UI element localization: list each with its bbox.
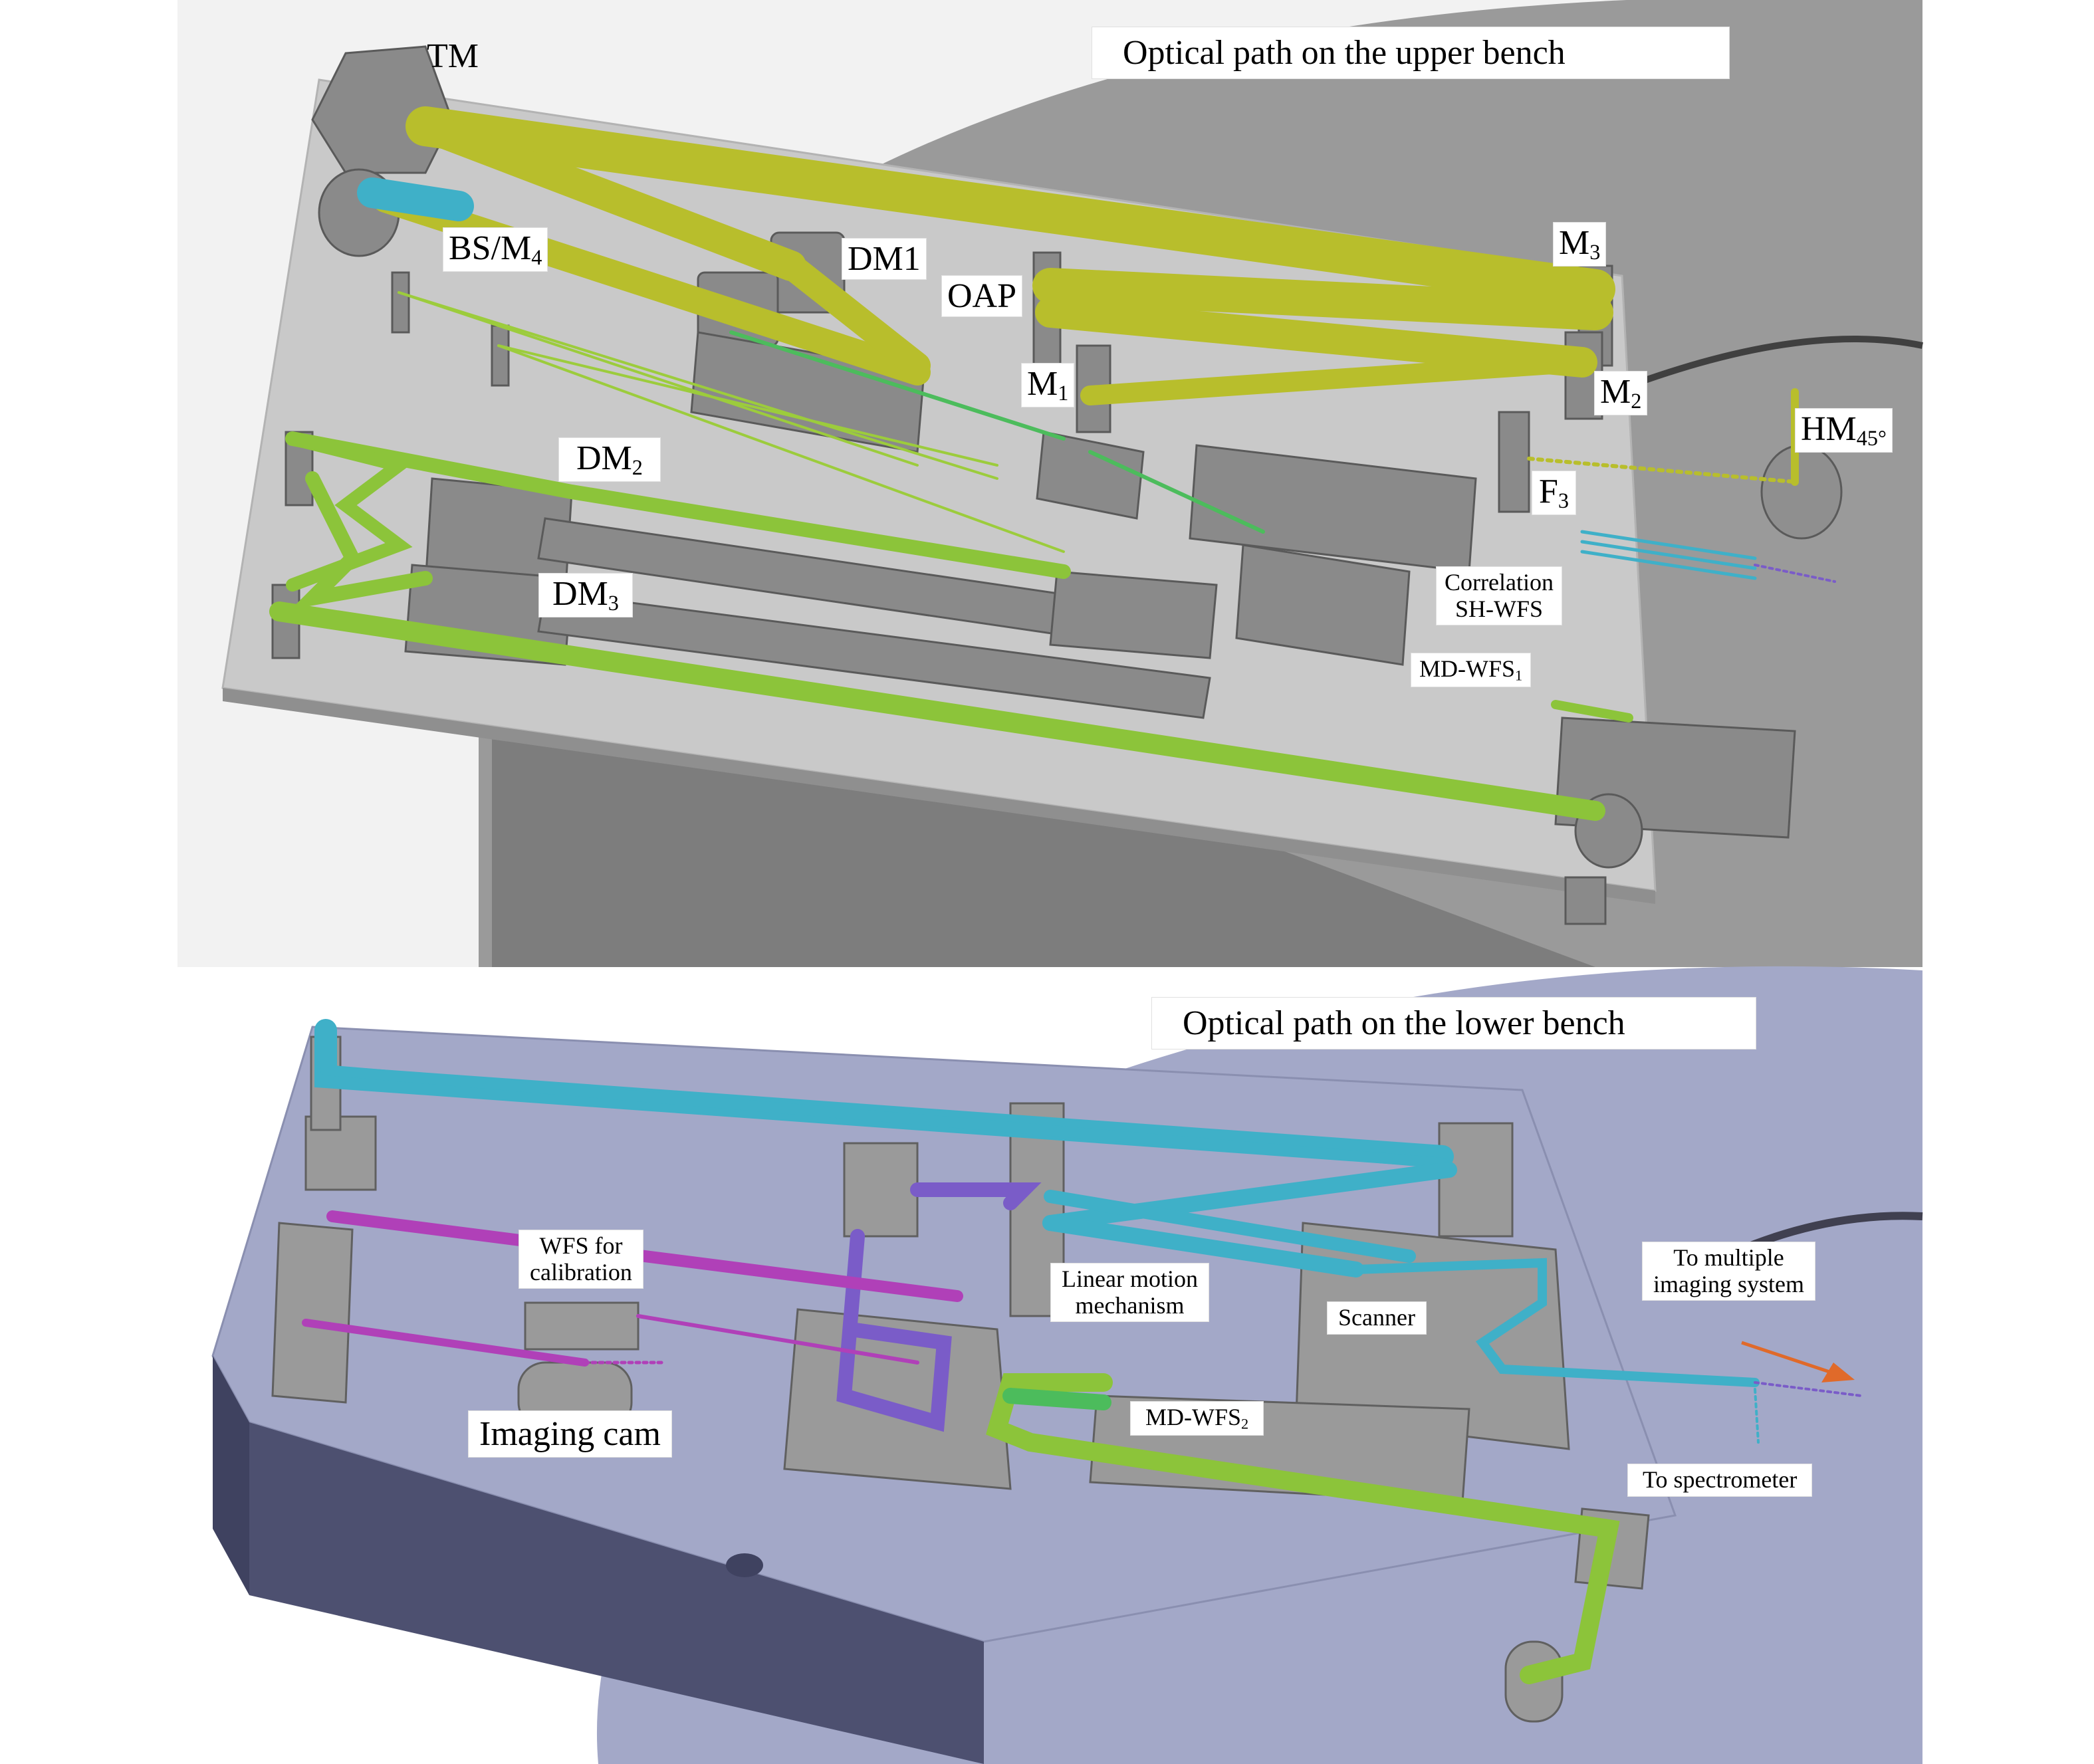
label-mdwfs1-base: MD-WFS (1419, 655, 1516, 682)
fold-mirror-left-4 (491, 324, 510, 387)
label-wfs-calibration: WFS for calibration (519, 1230, 643, 1289)
label-multi-line1: To multiple (1673, 1244, 1784, 1271)
beam-exit-green (1551, 700, 1633, 722)
lower-bench-front (249, 1422, 984, 1764)
right-mount-block (1049, 570, 1218, 659)
beam-cyan-fan-3 (1044, 1190, 1416, 1263)
label-m3: M3 (1553, 222, 1607, 267)
beam-long-green (269, 602, 1605, 821)
label-dm2: DM2 (558, 437, 661, 482)
upper-support-post (1564, 876, 1607, 925)
beam-m1-m2 (1080, 352, 1592, 405)
label-multi-line2: imaging system (1653, 1270, 1804, 1297)
fold-mirror-left-3 (391, 271, 410, 334)
beam-magenta-top (326, 1210, 963, 1302)
label-mdwfs2-sub: 2 (1241, 1415, 1249, 1432)
hm45-disc (1760, 444, 1843, 540)
beam-tm-m3 (406, 106, 1615, 309)
lower-beams (302, 1019, 1863, 1684)
beam-purple (910, 1182, 1042, 1210)
label-oap: OAP (941, 275, 1023, 318)
label-to-multiple-imaging: To multiple imaging system (1642, 1242, 1815, 1301)
label-m3-base: M (1559, 224, 1590, 262)
label-correlation-line2: SH-WFS (1454, 595, 1543, 622)
beam-dm3-loop (291, 471, 433, 609)
left-fold-mount (271, 1222, 354, 1404)
label-mdwfs2: MD-WFS2 (1130, 1401, 1264, 1436)
upper-base-arc (1594, 336, 1924, 402)
label-f3: F3 (1532, 471, 1577, 515)
label-m1-sub: 1 (1058, 381, 1069, 405)
label-dm3-sub: 3 (608, 591, 619, 615)
beam-purple-down (836, 1229, 952, 1432)
label-correlation-shwfs: Correlation SH-WFS (1436, 566, 1562, 626)
label-linear-motion: Linear motion mechanism (1050, 1263, 1209, 1323)
label-hm45-base: HM (1801, 410, 1857, 448)
lower-bench-title: Optical path on the lower bench (1151, 997, 1756, 1050)
mdwfs1-body (1235, 544, 1411, 666)
label-f3-sub: 3 (1558, 489, 1570, 513)
beam-oap-m2 (1035, 297, 1597, 378)
label-bs-m4: BS/M4 (443, 227, 548, 272)
scanner-box (1295, 1222, 1570, 1450)
label-bs-m4-sub: 4 (531, 245, 542, 270)
label-hm45: HM45° (1795, 408, 1893, 453)
beam-dm1-down (778, 253, 931, 379)
upper-components (271, 45, 1796, 925)
label-dm3-base: DM (552, 575, 608, 613)
label-mdwfs1-sub: 1 (1515, 667, 1523, 684)
beam-magenta-bottom (302, 1319, 589, 1367)
label-scanner: Scanner (1327, 1301, 1427, 1335)
upper-bench-edge (223, 688, 1655, 904)
label-wfs-line2: calibration (530, 1258, 632, 1285)
label-mdwfs2-base: MD-WFS (1145, 1404, 1242, 1430)
label-dm2-sub: 2 (632, 455, 643, 480)
label-dm2-base: DM (576, 439, 632, 477)
lower-components (271, 1036, 1650, 1723)
label-m1: M1 (1021, 363, 1075, 407)
label-correlation-line1: Correlation (1445, 569, 1554, 596)
label-imaging-cam: Imaging cam (468, 1410, 672, 1458)
f3-block (1498, 411, 1530, 513)
label-hm45-sub: 45° (1856, 426, 1887, 451)
beam-cyan-fan-2 (1042, 1215, 1364, 1277)
label-m2-sub: 2 (1631, 389, 1642, 413)
beam-left-loop (286, 432, 414, 592)
label-m2: M2 (1594, 371, 1648, 415)
label-to-spectrometer: To spectrometer (1627, 1464, 1813, 1497)
label-wfs-line1: WFS for (539, 1232, 623, 1259)
label-dm1: DM1 (842, 238, 927, 280)
beam-scanner-loop (1351, 1258, 1760, 1387)
upper-bench-title: Optical path on the upper bench (1092, 27, 1730, 80)
label-m1-base: M (1027, 365, 1058, 403)
central-tower (843, 1142, 919, 1238)
upper-base-shadow (492, 718, 1595, 967)
label-linear-line1: Linear motion (1062, 1266, 1198, 1292)
beam-bs-cyan (357, 177, 474, 221)
beam-green-lower (986, 1373, 1620, 1684)
label-tm: TM (427, 37, 479, 75)
beam-tm-dm1 (410, 111, 806, 281)
rail-lower (537, 590, 1211, 719)
right-mirror-mount (1438, 1122, 1514, 1238)
bench-hole (726, 1553, 763, 1577)
label-f3-base: F (1539, 473, 1558, 510)
wfs-cal-body (524, 1301, 640, 1351)
beam-oap-m3 (1032, 268, 1613, 330)
orange-arrow-head (1821, 1363, 1855, 1382)
label-linear-line2: mechanism (1075, 1291, 1185, 1319)
m1-stage (1036, 431, 1145, 520)
label-m2-base: M (1600, 373, 1631, 411)
beam-to-hm45 (1527, 457, 1797, 484)
orange-arrow-line (1741, 1341, 1842, 1378)
label-m3-sub: 3 (1589, 240, 1601, 265)
label-dm3: DM3 (538, 573, 633, 617)
label-mdwfs1: MD-WFS1 (1411, 653, 1532, 688)
label-bs-m4-base: BS/M (449, 229, 532, 267)
lower-bench-side (213, 1356, 249, 1595)
